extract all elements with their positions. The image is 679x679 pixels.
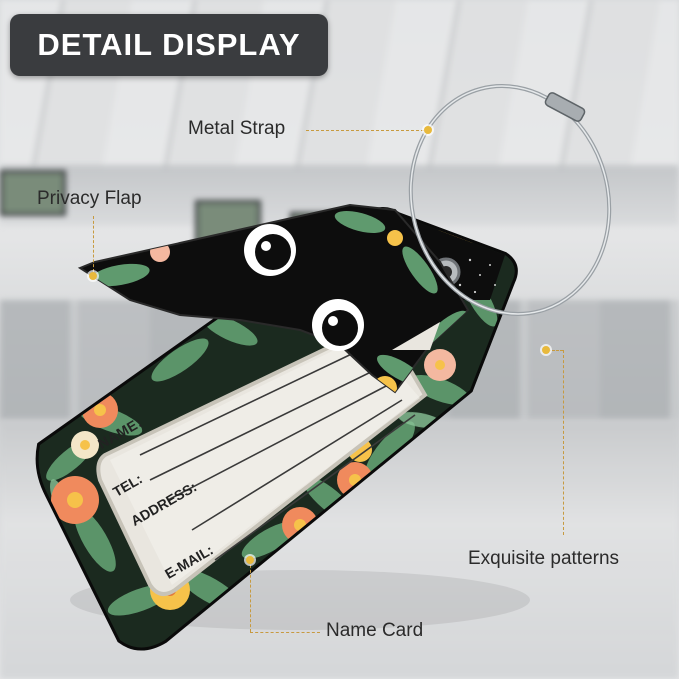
cat-eyes bbox=[244, 224, 364, 351]
callout-dot-metal-strap bbox=[424, 126, 432, 134]
callout-exquisite-patterns: Exquisite patterns bbox=[468, 548, 620, 569]
strap-screw-lock bbox=[544, 92, 586, 122]
callout-dot-privacy-flap bbox=[89, 272, 97, 280]
callout-dot-exquisite-patterns bbox=[542, 346, 550, 354]
callout-privacy-flap: Privacy Flap bbox=[37, 188, 142, 209]
callout-line-name-card bbox=[250, 632, 320, 633]
background-screen bbox=[0, 170, 66, 216]
callout-line-exquisite-patterns bbox=[563, 350, 564, 535]
detail-display-badge: DETAIL DISPLAY bbox=[10, 14, 328, 76]
detail-display-title: DETAIL DISPLAY bbox=[37, 27, 301, 62]
callout-line-exquisite-patterns bbox=[548, 350, 563, 351]
callout-dot-name-card bbox=[246, 556, 254, 564]
name-card-window bbox=[96, 326, 428, 596]
callout-name-card: Name Card bbox=[326, 620, 424, 641]
callout-metal-strap: Metal Strap bbox=[188, 118, 286, 139]
cat-ear-highlight bbox=[392, 322, 440, 350]
callout-line-name-card bbox=[250, 560, 251, 632]
metal-strap-ring bbox=[408, 84, 612, 316]
callout-line-privacy-flap bbox=[93, 216, 94, 272]
callout-line-metal-strap bbox=[306, 130, 424, 131]
